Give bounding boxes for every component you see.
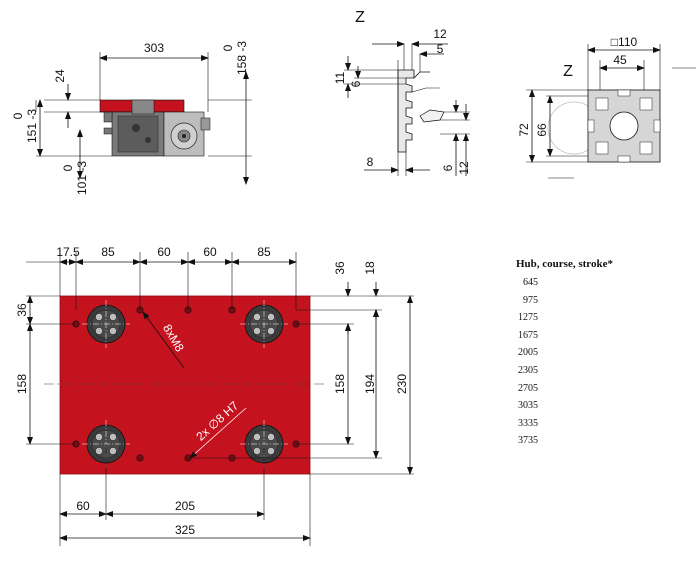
hub-value: 2705 — [518, 382, 538, 394]
mounting-hole — [136, 454, 144, 462]
slot-profile — [397, 69, 415, 153]
dim-24-label: 24 — [53, 69, 67, 83]
hub-value: 3335 — [518, 417, 538, 429]
square-110-label: □110 — [611, 35, 638, 49]
dim-66: 66 — [535, 123, 549, 137]
hub-table-title: Hub, course, stroke* — [516, 258, 613, 270]
dim-right-158: 158 — [333, 374, 347, 394]
dim-bottom-325: 325 — [175, 523, 195, 537]
dim-right-36: 36 — [333, 261, 347, 275]
dim-bottom-60: 60 — [76, 499, 90, 513]
hub-value: 975 — [523, 294, 538, 306]
dim-top-label: 60 — [157, 245, 171, 259]
roller-wheel — [82, 300, 130, 348]
dim-151-label: 151 -3 — [25, 109, 39, 143]
detail-z-label: Z — [355, 9, 365, 26]
dim-45: 45 — [613, 53, 627, 67]
dim-top-label: 85 — [257, 245, 271, 259]
dim-top-label: 17.5 — [56, 245, 80, 259]
dim-0-top: 0 — [221, 44, 235, 51]
dim-right-194: 194 — [363, 374, 377, 394]
hub-value: 3735 — [518, 435, 538, 447]
dim-12-top: 12 — [433, 27, 447, 41]
dim-8: 8 — [367, 155, 374, 169]
dim-bottom-205: 205 — [175, 499, 195, 513]
dim-0-bot: 0 — [61, 164, 75, 171]
dim-width-label: 303 — [144, 41, 164, 55]
dim-left-36: 36 — [15, 303, 29, 317]
hub-value: 2305 — [518, 364, 538, 376]
dim-left-158: 158 — [15, 374, 29, 394]
dim-top-label: 85 — [101, 245, 115, 259]
dim-101-label: 101 -3 — [75, 161, 89, 195]
hub-value: 645 — [523, 277, 538, 288]
dim-72: 72 — [517, 123, 531, 137]
hub-value: 2005 — [518, 347, 538, 359]
dim-right-230: 230 — [395, 374, 409, 394]
dim-6-right: 6 — [441, 164, 455, 171]
detail-z: Z 12 5 11 6 8 6 — [333, 9, 471, 176]
dim-6-top: 6 — [349, 80, 363, 87]
hub-value: 1675 — [518, 329, 538, 341]
dim-158-label: 158 -3 — [235, 41, 249, 75]
dim-right-18: 18 — [363, 261, 377, 275]
dim-0-left: 0 — [11, 112, 25, 119]
dim-11: 11 — [333, 71, 347, 84]
hub-value: 1275 — [518, 312, 538, 324]
hub-value: 3035 — [518, 400, 538, 412]
profile-section: □110 Z 45 72 66 — [517, 35, 696, 179]
top-view: 303 24 0 151 -3 0 101 -3 0 158 -3 — [11, 41, 252, 195]
hub-table: Hub, course, stroke* 645 975 1275 1675 2005 2… — [516, 258, 666, 450]
dim-5: 5 — [437, 42, 444, 56]
dim-12-right: 12 — [457, 161, 471, 175]
profile-z-label: Z — [563, 63, 573, 80]
dim-top-label: 60 — [203, 245, 217, 259]
hub-table-rows: 645 975 1275 1675 2005 2305 2705 3035 3335 3735 — [516, 274, 666, 450]
roller-wheel — [240, 300, 288, 348]
